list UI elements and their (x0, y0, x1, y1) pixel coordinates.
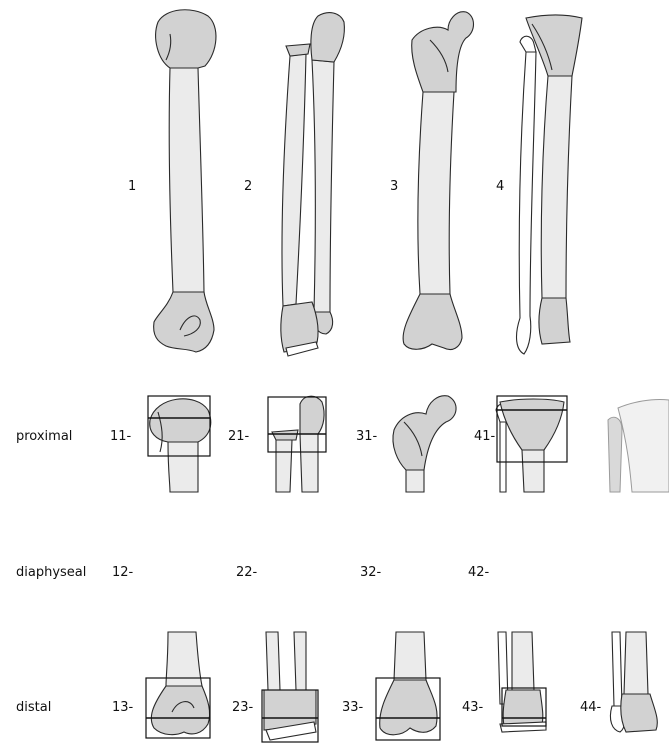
bone-number-1: 1 (128, 180, 136, 193)
segment-code-31: 31- (356, 430, 377, 443)
segment-code-41: 41- (474, 430, 495, 443)
segment-code-12: 12- (112, 566, 133, 579)
segment-code-44: 44- (580, 701, 601, 714)
proximal-tibia-faded (608, 399, 669, 492)
segment-33-drawing (376, 632, 440, 740)
segment-code-21: 21- (228, 430, 249, 443)
row-label-proximal: proximal (16, 430, 72, 443)
segment-41-drawing (496, 396, 567, 492)
humerus-drawing (154, 10, 216, 352)
bone-number-3: 3 (390, 180, 398, 193)
segment-code-42: 42- (468, 566, 489, 579)
segment-13-drawing (146, 632, 210, 738)
segment-code-23: 23- (232, 701, 253, 714)
forearm-drawing (281, 13, 345, 356)
segment-43-drawing (498, 632, 546, 732)
segment-23-drawing (262, 632, 318, 742)
segment-code-32: 32- (360, 566, 381, 579)
row-label-distal: distal (16, 701, 51, 714)
segment-31-drawing (393, 396, 456, 492)
row-label-diaphyseal: diaphyseal (16, 566, 86, 579)
segment-code-11: 11- (110, 430, 131, 443)
segment-code-22: 22- (236, 566, 257, 579)
segment-21-drawing (268, 396, 326, 492)
segment-11-drawing (148, 396, 211, 492)
segment-code-43: 43- (462, 701, 483, 714)
bone-number-2: 2 (244, 180, 252, 193)
segment-code-33: 33- (342, 701, 363, 714)
leg-drawing (517, 15, 582, 354)
segment-44-drawing (610, 632, 657, 732)
segment-code-13: 13- (112, 701, 133, 714)
bone-number-4: 4 (496, 180, 504, 193)
femur-drawing (403, 12, 473, 350)
